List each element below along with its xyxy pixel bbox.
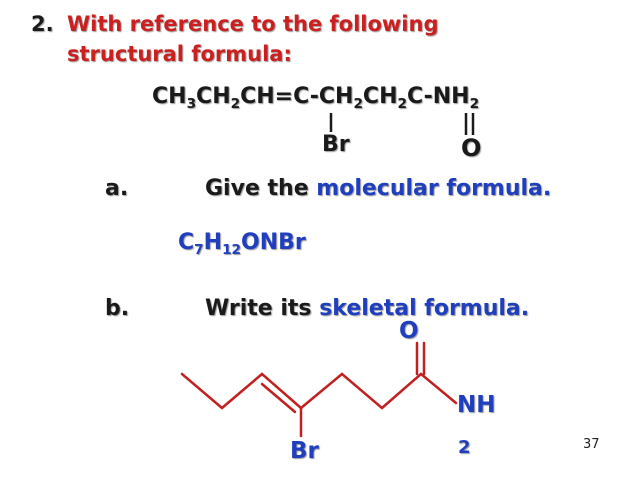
skeletal-nh-label: NH [457, 392, 496, 418]
skeletal-bond-c1-c2 [180, 372, 224, 410]
skeletal-bromine-label: Br [290, 438, 319, 464]
skeletal-bond-c2-c3 [220, 372, 264, 410]
slide-page-number: 37 [583, 437, 600, 452]
skeletal-nh2-subscript: 2 [458, 437, 471, 458]
question-number: 2. [31, 12, 54, 36]
skeletal-bond-c4-c5 [299, 372, 344, 410]
skeletal-oxygen-label: O [399, 318, 419, 344]
part-a-letter: a. [105, 176, 129, 201]
part-b-prompt: Write its skeletal formula. [205, 296, 529, 321]
bromine-substituent-label: Br [322, 132, 350, 157]
skeletal-bond-c3-c4-double [260, 382, 297, 414]
part-b-prompt-highlight: skeletal formula. [319, 296, 530, 321]
skeletal-bonds [180, 341, 458, 438]
skeletal-bond-c3-c4 [260, 372, 303, 410]
part-a-prompt-highlight: molecular formula. [316, 176, 552, 201]
molecular-formula-answer: C7H12ONBr [178, 230, 306, 258]
skeletal-bond-c5-c6 [340, 372, 384, 410]
condensed-structural-formula: CH3CH2CH=C-CH2CH2C-NH2 [152, 84, 480, 112]
skeletal-bond-c6-c7 [380, 372, 423, 410]
part-a-prompt-plain: Give the [205, 176, 317, 201]
carbonyl-oxygen-label: O [461, 134, 482, 162]
skeletal-bond-c7-n [419, 372, 458, 405]
part-b-prompt-plain: Write its [205, 296, 320, 321]
part-a-prompt: Give the molecular formula. [205, 176, 551, 201]
question-text-line1: With reference to the following [67, 12, 439, 36]
question-text-line2: structural formula: [67, 42, 292, 66]
part-b-letter: b. [105, 296, 130, 321]
